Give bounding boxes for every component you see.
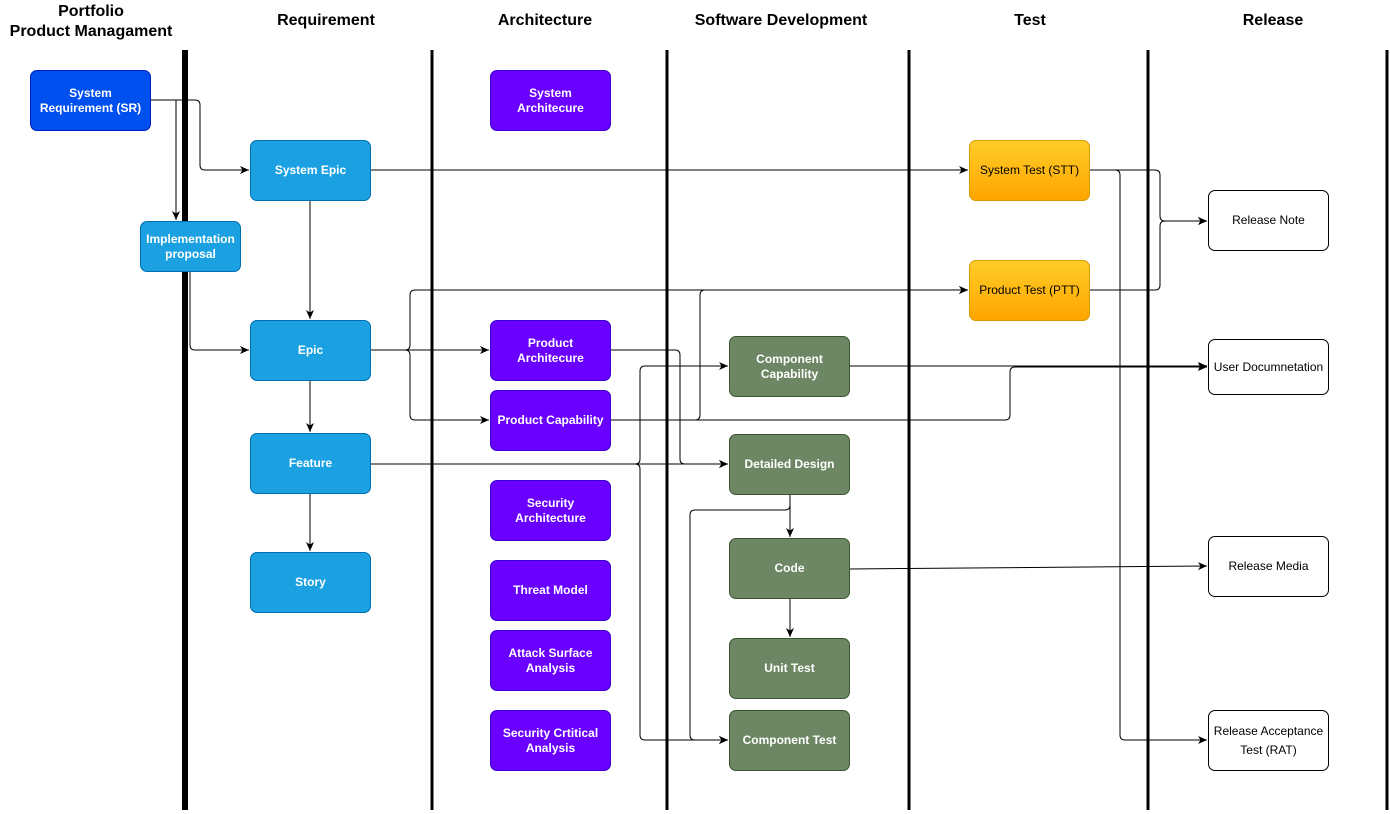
- node-code[interactable]: Code: [729, 538, 850, 599]
- node-release-acceptance-test[interactable]: Release Acceptance Test (RAT): [1208, 710, 1329, 771]
- node-feature[interactable]: Feature: [250, 433, 371, 494]
- edge-detailed-to-comp-test[interactable]: [689, 494, 791, 744]
- node-epic[interactable]: Epic: [250, 320, 371, 381]
- node-product-architecture[interactable]: Product Architecure: [490, 320, 611, 381]
- node-release-media[interactable]: Release Media: [1208, 536, 1329, 597]
- edge-sr-to-impl[interactable]: [151, 99, 180, 220]
- edge-stt-to-rat[interactable]: [1090, 169, 1207, 744]
- node-security-architecture[interactable]: Security Architecture: [490, 480, 611, 541]
- lane-header-requirement: Requirement: [277, 12, 375, 29]
- node-release-note[interactable]: Release Note: [1208, 190, 1329, 251]
- edge-prod-cap-to-user-doc[interactable]: [611, 363, 1207, 421]
- node-implementation-proposal[interactable]: Implementation proposal: [140, 221, 241, 272]
- edge-epic-to-ptt[interactable]: [371, 286, 968, 351]
- node-system-requirement[interactable]: System Requirement (SR): [30, 70, 151, 131]
- node-component-test[interactable]: Component Test: [729, 710, 850, 771]
- node-story[interactable]: Story: [250, 552, 371, 613]
- node-system-epic[interactable]: System Epic: [250, 140, 371, 201]
- node-product-capability[interactable]: Product Capability: [490, 390, 611, 451]
- lane-header-architecture: Architecture: [497, 12, 593, 29]
- lane-separators: [182, 50, 1389, 810]
- node-unit-test[interactable]: Unit Test: [729, 638, 850, 699]
- edge-sr-to-system-epic[interactable]: [151, 99, 249, 174]
- edge-code-to-release-media[interactable]: [849, 562, 1208, 571]
- lane-header-portfolio: Portfolio Product Managament: [9, 3, 173, 40]
- edge-ptt-to-release-note[interactable]: [1090, 217, 1207, 291]
- edge-epic-to-prod-cap[interactable]: [371, 349, 489, 424]
- edge-stt-to-release-note[interactable]: [1090, 169, 1207, 225]
- node-product-test[interactable]: Product Test (PTT): [969, 260, 1090, 321]
- node-security-critical-analysis[interactable]: Security Crtitical Analysis: [490, 710, 611, 771]
- edge-impl-to-epic[interactable]: [189, 271, 249, 354]
- connectors: [151, 99, 1208, 744]
- node-detailed-design[interactable]: Detailed Design: [729, 434, 850, 495]
- edge-feature-to-comp-cap[interactable]: [550, 362, 728, 465]
- lane-header-software-development: Software Development: [694, 12, 868, 29]
- node-attack-surface-analysis[interactable]: Attack Surface Analysis: [490, 630, 611, 691]
- node-user-documentation[interactable]: User Documnetation: [1208, 339, 1329, 395]
- edge-feature-to-comp-test[interactable]: [550, 463, 728, 744]
- lane-header-release: Release: [1242, 12, 1304, 29]
- node-system-architecture[interactable]: System Architecure: [490, 70, 611, 131]
- edge-prod-arch-to-detailed[interactable]: [611, 349, 728, 468]
- lane-header-test: Test: [1014, 12, 1046, 29]
- node-threat-model[interactable]: Threat Model: [490, 560, 611, 621]
- node-system-test[interactable]: System Test (STT): [969, 140, 1090, 201]
- node-component-capability[interactable]: Component Capability: [729, 336, 850, 397]
